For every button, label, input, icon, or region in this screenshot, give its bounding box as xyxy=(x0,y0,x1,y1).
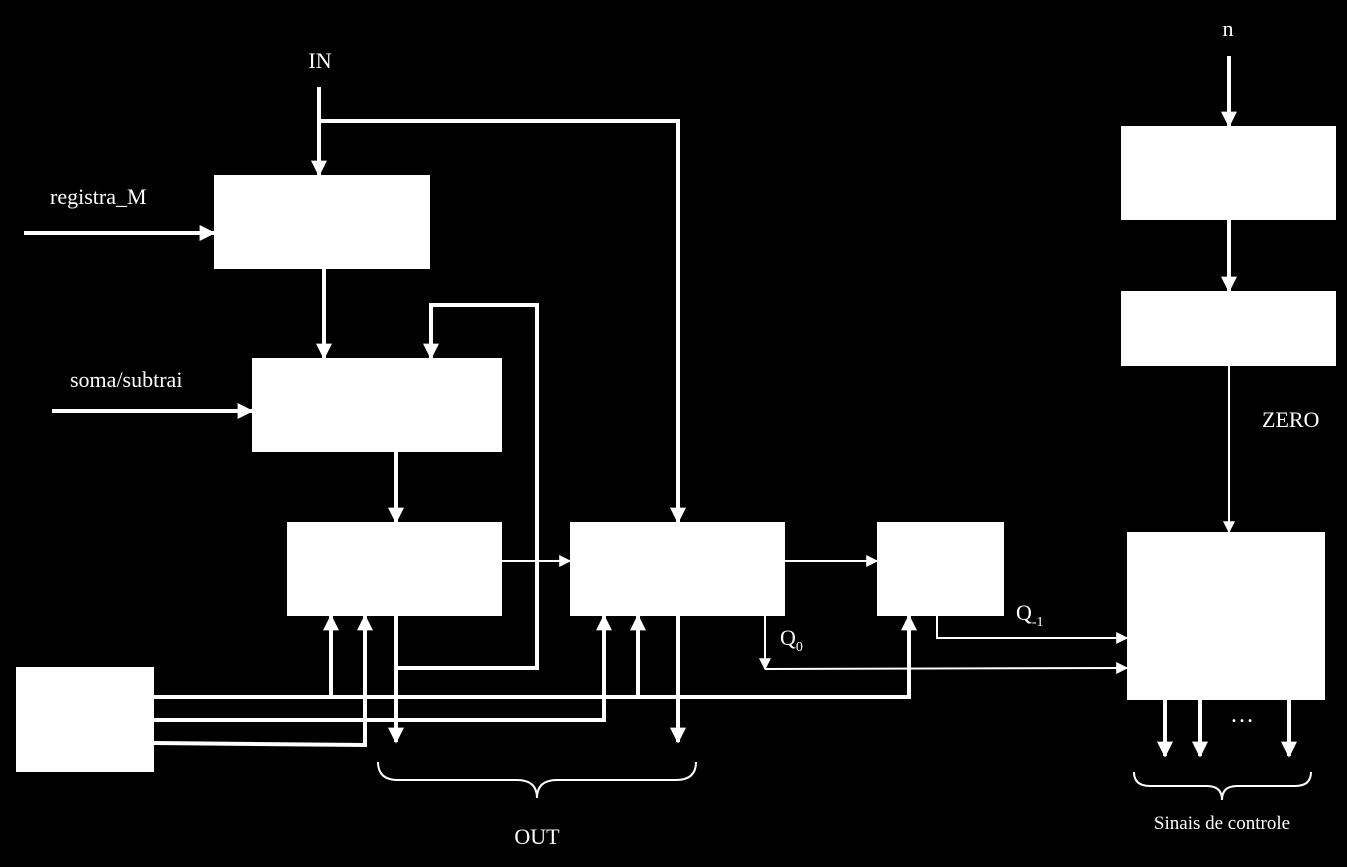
out-brace xyxy=(377,761,697,799)
label-q0: Q0 xyxy=(780,625,803,655)
label-out: OUT xyxy=(514,824,560,849)
wire-a-feedback xyxy=(394,303,539,670)
wire-clock-2 xyxy=(154,614,612,722)
label-sinais-de-controle: Sinais de controle xyxy=(1154,813,1290,834)
thin-wires xyxy=(502,366,1235,675)
label-soma-subtrai: soma/subtrai xyxy=(70,367,182,392)
wire-clock-1 xyxy=(154,614,917,699)
clock-block xyxy=(16,667,154,772)
flipflop-q-1-block xyxy=(877,522,1004,616)
thick-wires xyxy=(24,56,1297,758)
adder-subtractor-block xyxy=(252,358,502,452)
wire-q0-to-control xyxy=(764,662,1129,675)
zero-detector-block xyxy=(1121,291,1336,366)
label-q-1-subscript: -1 xyxy=(1032,615,1044,630)
label-in: IN xyxy=(308,48,331,73)
register-a-block xyxy=(287,522,502,616)
counter-register-block xyxy=(1121,126,1336,220)
register-m-block xyxy=(214,175,430,269)
wire-clock-3 xyxy=(153,614,373,748)
wire-qm1-to-control xyxy=(936,616,1129,644)
wire-in-to-q xyxy=(319,119,686,524)
label-zero: ZERO xyxy=(1262,407,1319,432)
label-registra-m: registra_M xyxy=(50,184,147,209)
label-q-1: Q-1 xyxy=(1016,600,1044,630)
label-q0-subscript: 0 xyxy=(796,640,803,655)
label-n: n xyxy=(1223,16,1234,41)
control-unit-block xyxy=(1127,532,1325,700)
label-ellipsis: … xyxy=(1230,702,1254,728)
control-signals-brace xyxy=(1133,771,1312,801)
register-q-block xyxy=(570,522,785,616)
